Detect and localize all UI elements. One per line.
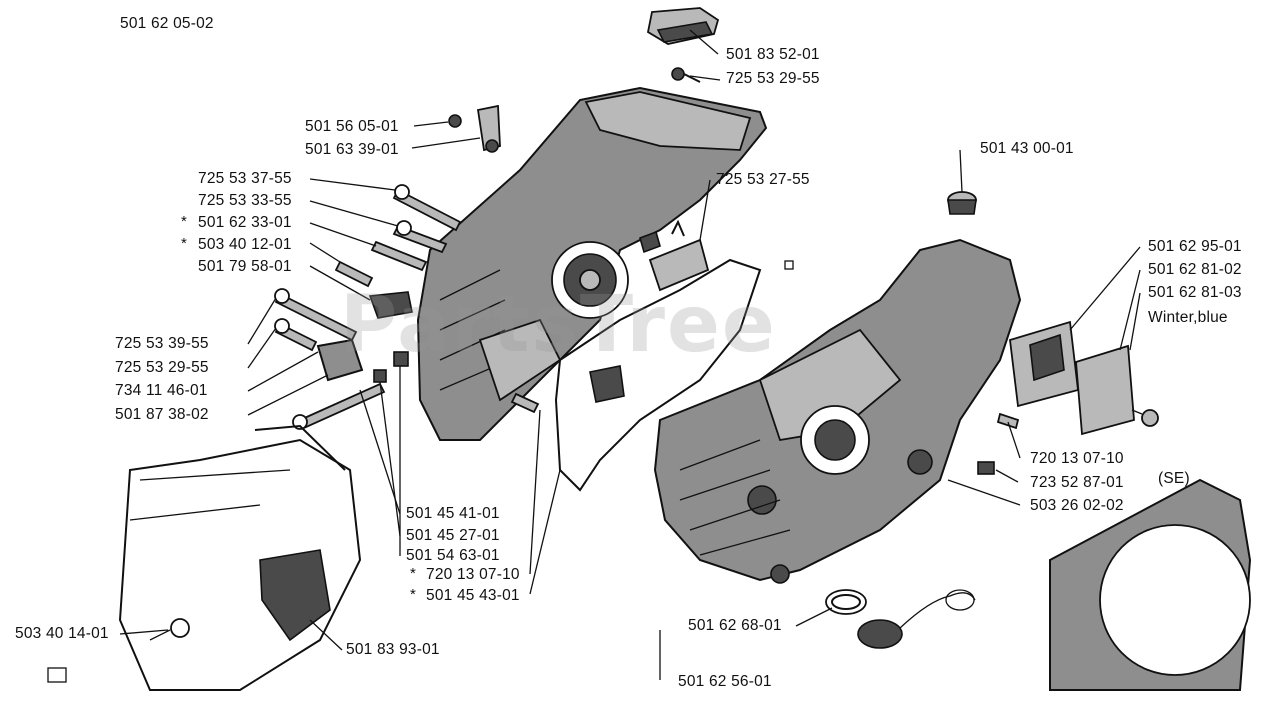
label-buffer-54[interactable]: 501 54 63-01 xyxy=(406,547,500,564)
clip-part xyxy=(448,104,501,153)
label-pin-720b[interactable]: 720 13 07-10 xyxy=(1030,450,1124,467)
label-clip-holder[interactable]: 501 63 39-01 xyxy=(305,141,399,158)
label-plate-81-02[interactable]: 501 62 81-02 xyxy=(1148,261,1242,278)
asterisk-marker: * xyxy=(181,213,187,230)
label-cap-56[interactable]: 501 62 56-01 xyxy=(678,673,772,690)
diagram-title: 501 62 05-02 xyxy=(120,15,214,32)
asterisk-marker: * xyxy=(410,565,416,582)
label-winter-note: Winter,blue xyxy=(1148,309,1228,326)
label-cap-68[interactable]: 501 62 68-01 xyxy=(688,617,782,634)
label-bolt-87[interactable]: 501 87 38-02 xyxy=(115,406,209,423)
label-screw-29b[interactable]: 725 53 29-55 xyxy=(115,359,209,376)
label-pin-720a[interactable]: 720 13 07-10 xyxy=(426,566,520,583)
label-crankcase[interactable]: 503 26 02-02 xyxy=(1030,497,1124,514)
asterisk-marker: * xyxy=(181,235,187,252)
right-crankcase-half xyxy=(653,238,1022,584)
top-cover-part xyxy=(646,7,720,45)
plate-part xyxy=(1009,320,1159,436)
cap-parts xyxy=(825,589,976,649)
label-plate-95[interactable]: 501 62 95-01 xyxy=(1148,238,1242,255)
label-spring-41[interactable]: 501 45 41-01 xyxy=(406,505,500,522)
top-screw-part xyxy=(671,67,701,83)
label-nozzle-14[interactable]: 503 40 14-01 xyxy=(15,625,109,642)
watermark-text: PartsTree xyxy=(340,280,777,370)
label-damper-27[interactable]: 501 45 27-01 xyxy=(406,527,500,544)
se-housing xyxy=(1049,478,1252,691)
label-se-note: (SE) xyxy=(1158,470,1190,487)
label-bush-734[interactable]: 734 11 46-01 xyxy=(115,382,208,399)
label-top-screw[interactable]: 725 53 29-55 xyxy=(726,70,820,87)
label-plug-43[interactable]: 501 43 00-01 xyxy=(980,140,1074,157)
guide-part xyxy=(639,219,710,292)
label-gasket-43[interactable]: 501 45 43-01 xyxy=(426,587,520,604)
label-top-cover[interactable]: 501 83 52-01 xyxy=(726,46,820,63)
left-crankcase-half xyxy=(416,86,768,441)
label-screw-723[interactable]: 723 52 87-01 xyxy=(1030,474,1124,491)
label-guide-27[interactable]: 725 53 27-55 xyxy=(716,171,810,188)
label-pin-79[interactable]: 501 79 58-01 xyxy=(198,258,292,275)
asterisk-marker: * xyxy=(410,586,416,603)
label-plate-81-03[interactable]: 501 62 81-03 xyxy=(1148,284,1242,301)
label-pin-33[interactable]: 501 62 33-01 xyxy=(198,214,292,231)
label-pin-12[interactable]: 503 40 12-01 xyxy=(198,236,292,253)
plug-part xyxy=(947,191,977,215)
label-clip[interactable]: 501 56 05-01 xyxy=(305,118,399,135)
label-bolt-33[interactable]: 725 53 33-55 xyxy=(198,192,292,209)
label-intake-93[interactable]: 501 83 93-01 xyxy=(346,641,440,658)
small-pins-right xyxy=(977,412,1020,475)
label-bolt-37[interactable]: 725 53 37-55 xyxy=(198,170,292,187)
bolts-left xyxy=(274,184,540,430)
tank-housing xyxy=(47,424,362,691)
leader-lines xyxy=(119,29,1141,680)
label-bolt-39[interactable]: 725 53 39-55 xyxy=(115,335,209,352)
